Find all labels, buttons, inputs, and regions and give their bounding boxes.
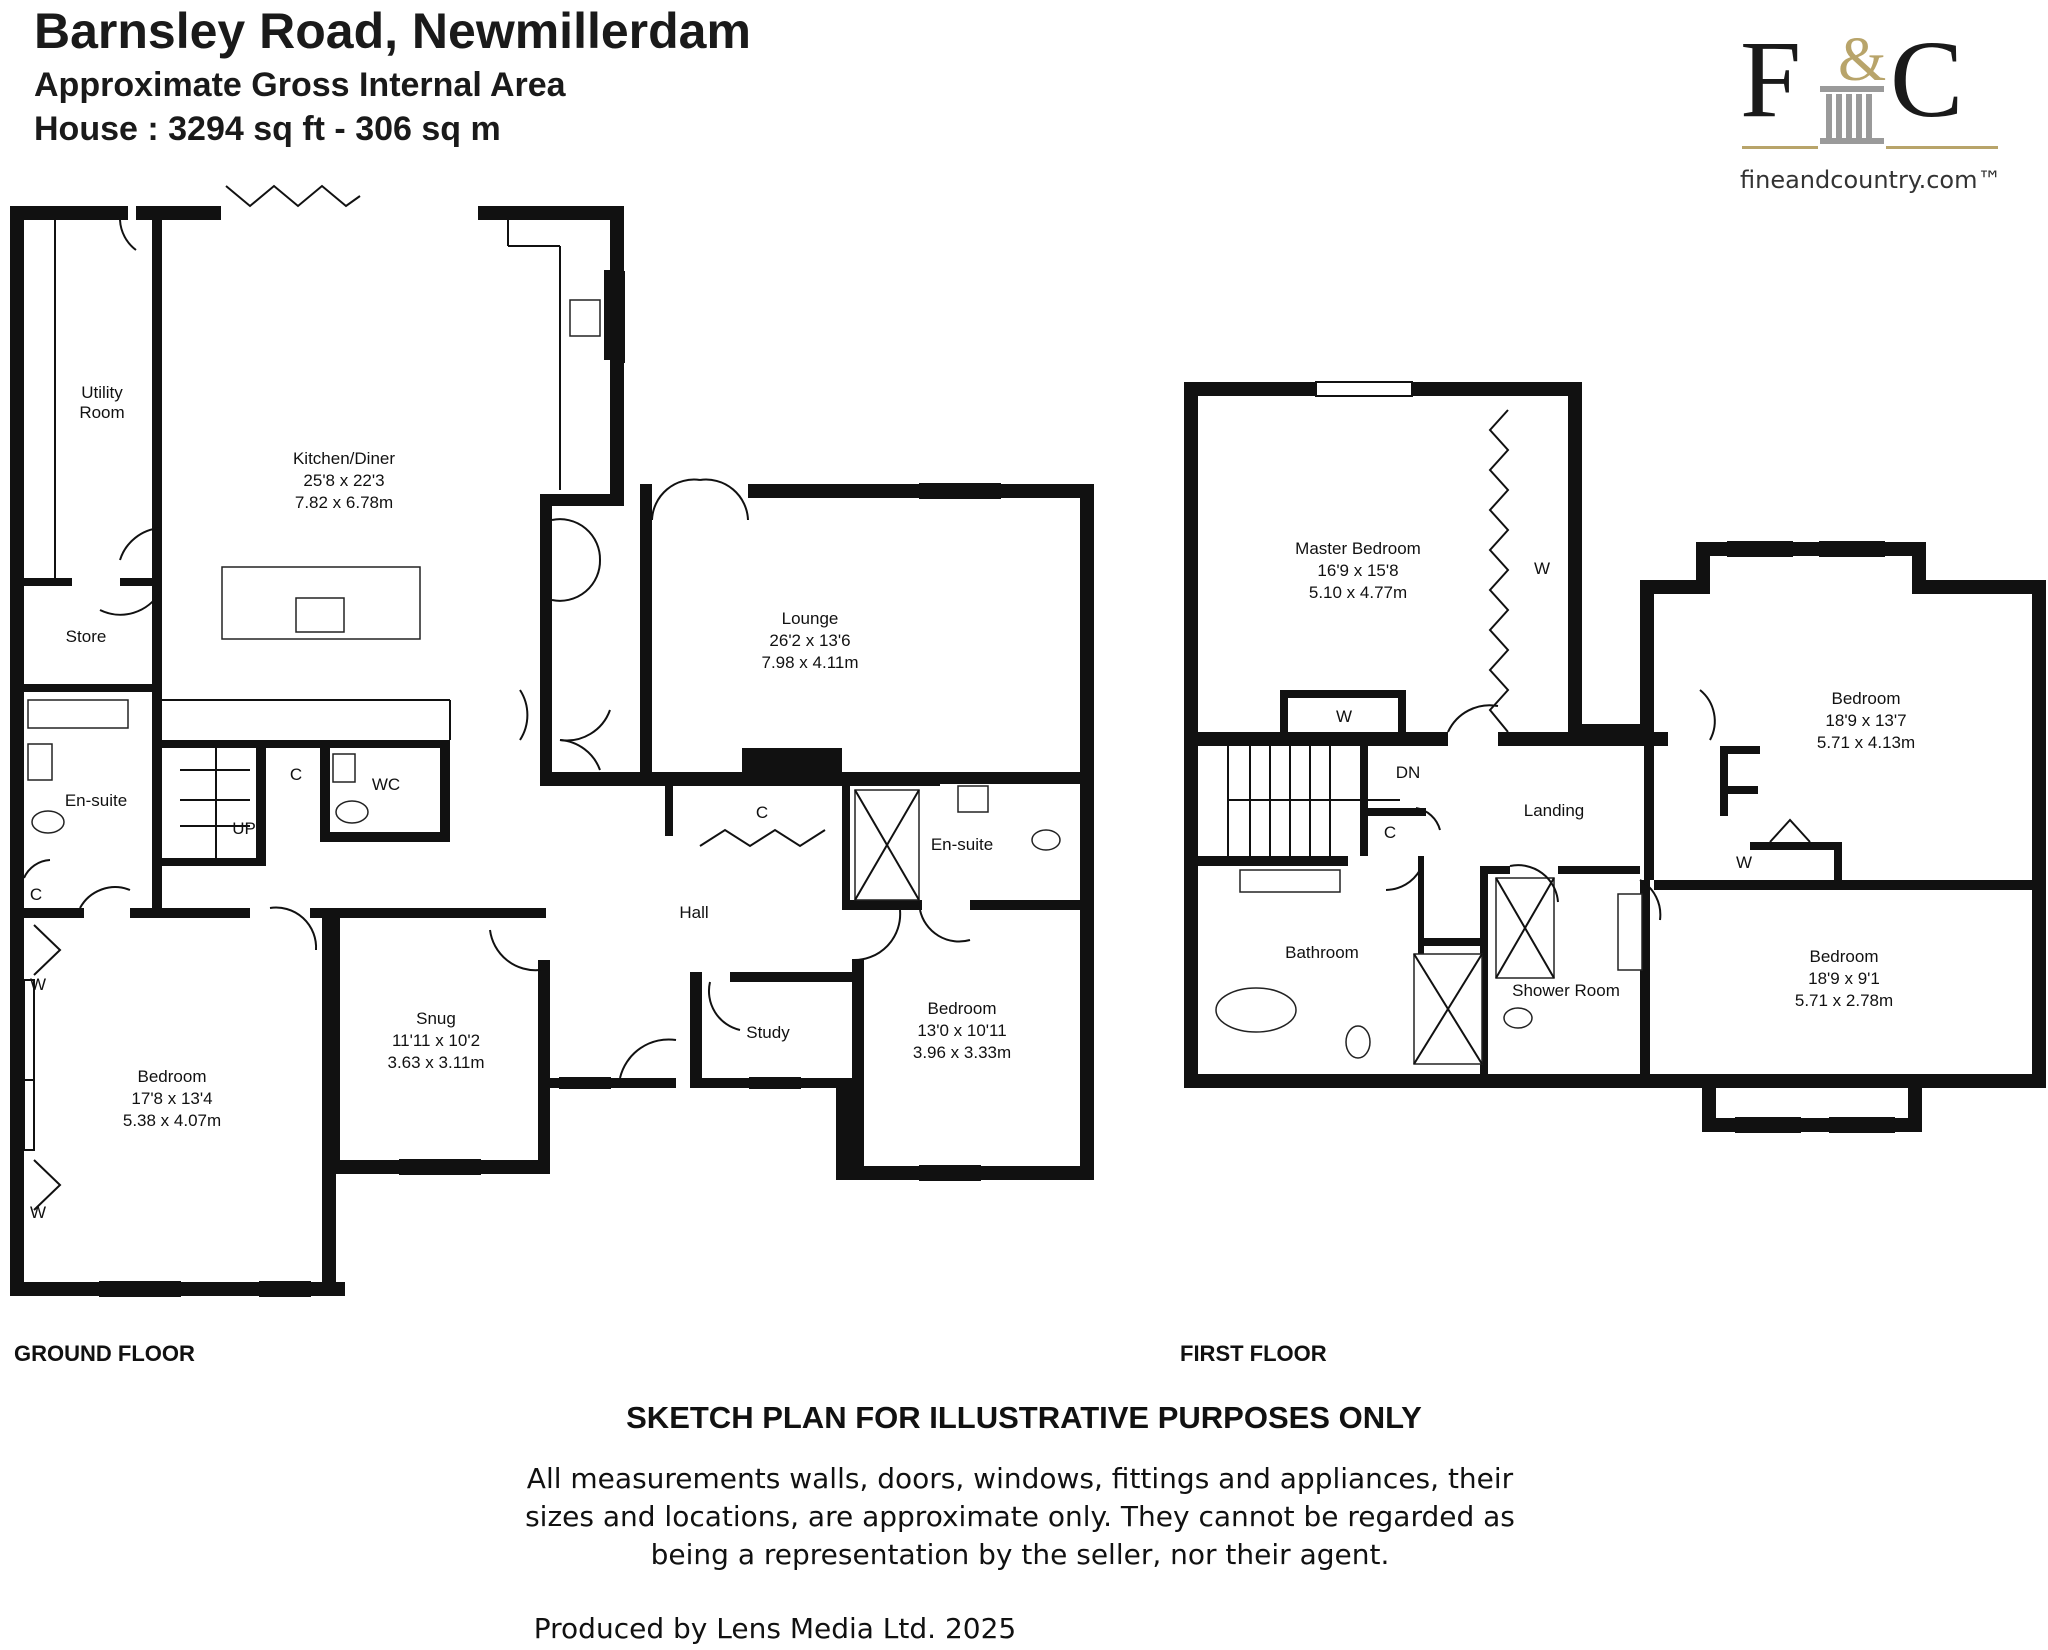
- utility-label-1: Utility: [81, 383, 123, 402]
- landing-cupboard-label: C: [1384, 823, 1396, 842]
- first-floor-label: FIRST FLOOR: [1180, 1341, 1327, 1366]
- wc-label: WC: [372, 775, 400, 794]
- stairs-up-label: UP: [232, 819, 256, 838]
- page-title: Barnsley Road, Newmillerdam: [34, 3, 751, 59]
- toilet-icon: [31, 810, 65, 834]
- ground-labels: Utility Room Store Kitchen/Diner 25'8 x …: [30, 383, 1011, 1222]
- house-area: House : 3294 sq ft - 306 sq m: [34, 110, 501, 148]
- bathroom-label: Bathroom: [1285, 943, 1359, 962]
- bedroom-4-metric: 5.71 x 2.78m: [1795, 991, 1893, 1010]
- fine-and-country-logo: F & C fineandcountry.com™: [1740, 28, 2000, 194]
- master-wardrobe-side: W: [1534, 559, 1550, 578]
- disclaimer-title: SKETCH PLAN FOR ILLUSTRATIVE PURPOSES ON…: [626, 1400, 1422, 1435]
- cupboard-1-label: C: [290, 765, 302, 784]
- kitchen-imperial: 25'8 x 22'3: [303, 471, 384, 490]
- ground-fixtures: [23, 184, 1061, 1211]
- ground-floor-walls: [10, 206, 1094, 1296]
- wc-basin: [332, 753, 356, 783]
- kitchen-sink: [569, 299, 601, 337]
- bath-toilet-icon: [1345, 1025, 1371, 1059]
- logo-rule-left: [1742, 146, 1818, 149]
- logo-letter-c: C: [1890, 28, 1963, 140]
- bedroom-3-label: Bedroom: [1832, 689, 1901, 708]
- producer-credit: Produced by Lens Media Ltd. 2025: [533, 1612, 1017, 1645]
- ensuite-toilet-icon: [1031, 829, 1061, 851]
- kitchen-metric: 7.82 x 6.78m: [295, 493, 393, 512]
- shower-room-toilet-icon: [1503, 1007, 1533, 1029]
- ensuite-2-label: En-suite: [931, 835, 993, 854]
- area-subtitle: Approximate Gross Internal Area: [34, 66, 566, 104]
- master-bedroom-label: Master Bedroom: [1295, 539, 1421, 558]
- bedroom-1-metric: 5.38 x 4.07m: [123, 1111, 221, 1130]
- stairs-down-label: DN: [1396, 763, 1421, 782]
- wardrobe-1-label: W: [30, 975, 46, 994]
- disclaimer-text: All measurements walls, doors, windows, …: [520, 1460, 1520, 1574]
- snug-imperial: 11'11 x 10'2: [392, 1031, 480, 1050]
- logo-letter-f: F: [1740, 28, 1801, 140]
- logo-website: fineandcountry.com™: [1740, 166, 2000, 194]
- ensuite-basin: [27, 743, 53, 781]
- cupboard-3-label: C: [756, 803, 768, 822]
- snug-label: Snug: [416, 1009, 456, 1028]
- lounge-metric: 7.98 x 4.11m: [761, 653, 858, 672]
- wc-toilet-icon: [335, 800, 369, 824]
- kitchen-label: Kitchen/Diner: [293, 449, 395, 468]
- store-label: Store: [66, 627, 107, 646]
- lounge-imperial: 26'2 x 13'6: [769, 631, 850, 650]
- master-bedroom-metric: 5.10 x 4.77m: [1309, 583, 1407, 602]
- bathtub-icon: [1215, 987, 1297, 1033]
- first-labels: Master Bedroom 16'9 x 15'8 5.10 x 4.77m …: [1285, 539, 1915, 1010]
- first-windows: [1315, 381, 1895, 1133]
- snug-metric: 3.63 x 3.11m: [387, 1053, 484, 1072]
- ground-windows: [23, 271, 1001, 1297]
- bedroom-3-imperial: 18'9 x 13'7: [1825, 711, 1906, 730]
- floor-plans: Utility Room Store Kitchen/Diner 25'8 x …: [10, 184, 2046, 1297]
- lounge-label: Lounge: [782, 609, 839, 628]
- landing-label: Landing: [1524, 801, 1585, 820]
- bedroom-1-imperial: 17'8 x 13'4: [131, 1089, 212, 1108]
- master-bedroom-imperial: 16'9 x 15'8: [1317, 561, 1398, 580]
- shower-tray: [27, 699, 129, 729]
- ground-floor-label: GROUND FLOOR: [14, 1341, 195, 1366]
- disclaimer-line-1: All measurements walls, doors, windows, …: [526, 1462, 1514, 1495]
- bedroom-2-metric: 3.96 x 3.33m: [913, 1043, 1011, 1062]
- bath-basins: [1239, 869, 1341, 893]
- study-label: Study: [746, 1023, 790, 1042]
- utility-label-2: Room: [79, 403, 124, 422]
- first-stairs: [1227, 746, 1400, 856]
- shower-room-basins: [1617, 893, 1643, 971]
- pillar-icon: [1820, 86, 1884, 144]
- logo-rule-right: [1886, 146, 1998, 149]
- bedroom-3-metric: 5.71 x 4.13m: [1817, 733, 1915, 752]
- shower-room-label: Shower Room: [1512, 981, 1620, 1000]
- hall-label: Hall: [679, 903, 708, 922]
- first-floor-walls: [1184, 382, 2046, 1132]
- bedroom-2-imperial: 13'0 x 10'11: [917, 1021, 1006, 1040]
- wardrobe-2-label: W: [30, 1203, 46, 1222]
- disclaimer-line-2: sizes and locations, are approximate onl…: [525, 1500, 1515, 1533]
- disclaimer-line-3: being a representation by the seller, no…: [650, 1538, 1390, 1571]
- bedroom-4-imperial: 18'9 x 9'1: [1808, 969, 1880, 988]
- hob-icon: [295, 597, 345, 633]
- ensuite-basin-2: [957, 785, 989, 813]
- bedroom-3-wardrobe: W: [1736, 853, 1752, 872]
- bedroom-2-label: Bedroom: [928, 999, 997, 1018]
- bedroom-1-label: Bedroom: [138, 1067, 207, 1086]
- first-fixtures: [1215, 409, 1811, 1065]
- ensuite-1-label: En-suite: [65, 791, 127, 810]
- ground-stairs: [180, 748, 250, 858]
- logo-ampersand: &: [1838, 28, 1886, 94]
- bedroom-4-label: Bedroom: [1810, 947, 1879, 966]
- cupboard-2-label: C: [30, 885, 42, 904]
- master-wardrobe-bottom: W: [1336, 707, 1352, 726]
